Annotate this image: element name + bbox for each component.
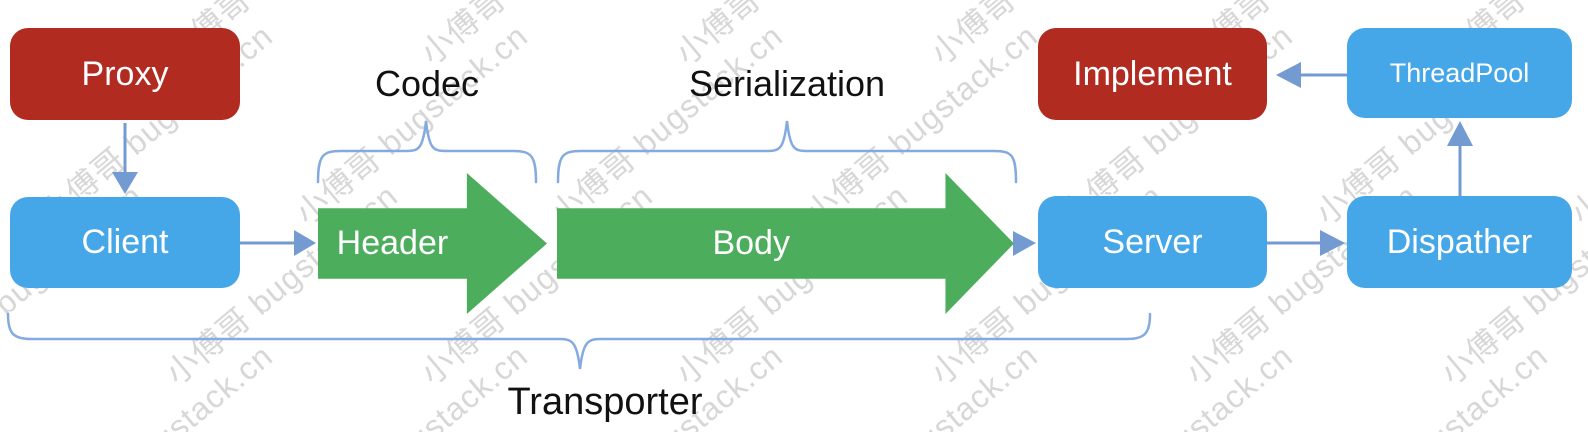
node-threadpool-label: ThreadPool <box>1389 57 1530 88</box>
serialization-brace <box>556 120 1018 184</box>
body-block-arrow-label: Body <box>712 224 790 262</box>
arrow-client-to-header <box>240 230 316 256</box>
node-server-label: Server <box>1102 222 1203 261</box>
transporter-brace <box>6 312 1152 370</box>
arrow-body-to-server <box>1013 231 1036 256</box>
node-client-label: Client <box>81 223 169 261</box>
node-threadpool: ThreadPool <box>1347 28 1572 118</box>
node-dispatcher: Dispather <box>1347 196 1572 288</box>
node-proxy-label: Proxy <box>81 54 169 93</box>
transporter-label: Transporter <box>507 381 703 423</box>
codec-brace <box>316 120 538 184</box>
node-implement: Implement <box>1038 28 1267 120</box>
header-block-arrow-label: Header <box>336 224 449 262</box>
node-dispatcher-label: Dispather <box>1386 222 1533 261</box>
codec-label: Codec <box>374 63 480 104</box>
node-proxy: Proxy <box>10 28 240 120</box>
node-implement-label: Implement <box>1073 54 1232 93</box>
arrow-threadpool-to-implement <box>1276 62 1347 88</box>
serialization-label: Serialization <box>688 63 886 104</box>
arrow-server-to-dispatcher <box>1267 230 1345 256</box>
node-server: Server <box>1038 196 1267 288</box>
arrow-proxy-to-client <box>112 123 138 194</box>
node-client: Client <box>10 197 240 288</box>
arrow-dispatcher-to-threadpool <box>1447 121 1473 196</box>
